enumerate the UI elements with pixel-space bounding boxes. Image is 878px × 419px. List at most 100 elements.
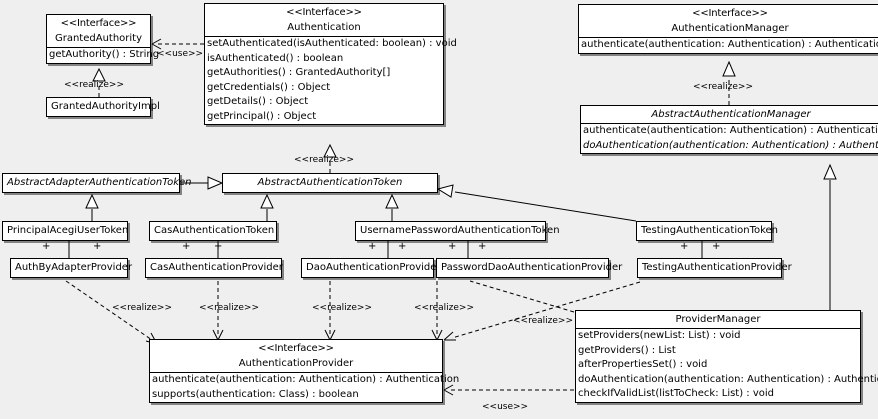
class-name: ProviderManager <box>675 314 761 325</box>
class-abstract-authentication-token[interactable]: AbstractAuthenticationToken <box>222 173 438 193</box>
class-auth-by-adapter-provider[interactable]: AuthByAdapterProvider <box>10 258 133 278</box>
class-testing-authentication-provider[interactable]: TestingAuthenticationProvider <box>637 258 792 278</box>
operations-compartment: authenticate(authentication: Authenticat… <box>581 124 878 153</box>
class-granted-authority[interactable]: <<Interface>> GrantedAuthority getAuthor… <box>46 14 160 64</box>
class-name: TestingAuthenticationProvider <box>642 262 792 273</box>
edge-generalize-usernamepasswordauthenticationtoken <box>385 193 399 221</box>
class-abstract-adapter-authentication-token[interactable]: AbstractAdapterAuthenticationToken <box>2 173 192 193</box>
class-name: CasAuthenticationToken <box>154 225 275 236</box>
class-name: GrantedAuthorityImpl <box>51 101 160 112</box>
class-name: AuthByAdapterProvider <box>15 262 133 273</box>
operations-compartment: setAuthenticated(isAuthenticated: boolea… <box>205 37 457 124</box>
assoc-marker-principal-right: + <box>93 241 102 252</box>
edge-label-realize-casauthenticationprovider: <<realize>> <box>199 303 259 313</box>
class-name: GrantedAuthority <box>54 33 143 44</box>
class-provider-manager[interactable]: ProviderManager setProviders(newList: Li… <box>575 310 878 403</box>
assoc-marker-testing-left: + <box>680 241 689 252</box>
assoc-marker-upat-pdao-right: + <box>478 241 487 252</box>
operation-row: isAuthenticated() : boolean <box>207 52 344 64</box>
edge-realize-providermanager-authenticationprovider <box>469 280 575 313</box>
assoc-marker-upat-dao-right: + <box>398 241 407 252</box>
class-password-dao-authentication-provider[interactable]: PasswordDaoAuthenticationProvider <box>436 258 623 278</box>
operations-compartment: authenticate(authentication: Authenticat… <box>150 373 459 402</box>
class-header: AbstractAuthenticationManager <box>581 106 878 123</box>
edge-use-authentication-grantedauthority <box>151 38 204 50</box>
edge-label-realize-testingauthenticationprovider: <<realize>> <box>513 316 573 326</box>
class-principal-acegi-user-token[interactable]: PrincipalAcegiUserToken <box>2 221 128 241</box>
stereotype-label: <<Interface>> <box>258 343 334 354</box>
operation-row: checkIfValidList(listToCheck: List) : vo… <box>578 388 775 399</box>
class-granted-authority-impl[interactable]: GrantedAuthorityImpl <box>46 97 160 117</box>
assoc-marker-upat-dao-left: + <box>368 241 377 252</box>
compartment-separator <box>47 47 150 48</box>
class-name: AbstractAdapterAuthenticationToken <box>7 177 192 188</box>
class-cas-authentication-token[interactable]: CasAuthenticationToken <box>149 221 277 241</box>
edge-use-providermanager-authenticationprovider <box>443 384 574 396</box>
class-username-password-authentication-token[interactable]: UsernamePasswordAuthenticationToken <box>355 221 560 241</box>
operations-compartment: getAuthority() : String <box>47 48 160 63</box>
class-authentication-provider[interactable]: <<Interface>> AuthenticationProvider aut… <box>149 339 459 403</box>
class-name: UsernamePasswordAuthenticationToken <box>360 225 560 236</box>
edge-generalize-testingauthenticationtoken <box>436 184 637 222</box>
stereotype-label: <<Interface>> <box>60 18 137 29</box>
assoc-marker-upat-pdao-left: + <box>448 241 457 252</box>
operation-row: getAuthorities() : GrantedAuthority[] <box>207 67 391 78</box>
operation-row: doAuthentication(authentication: Authent… <box>578 373 878 385</box>
stereotype-label: <<Interface>> <box>286 7 362 18</box>
class-name: TestingAuthenticationToken <box>641 225 779 236</box>
operation-row: doAuthentication(authentication: Authent… <box>583 139 878 151</box>
operations-compartment: setProviders(newList: List) : void getPr… <box>576 329 878 402</box>
operation-row: authenticate(authentication: Authenticat… <box>583 125 878 136</box>
assoc-marker-testing-right: + <box>712 241 721 252</box>
edge-label-realize-abstractauthenticationmanager: <<realize>> <box>693 82 753 92</box>
operation-row: getProviders() : List <box>578 344 676 356</box>
class-testing-authentication-token[interactable]: TestingAuthenticationToken <box>636 221 779 241</box>
class-authentication[interactable]: <<Interface>> Authentication setAuthenti… <box>204 3 457 125</box>
class-dao-authentication-provider[interactable]: DaoAuthenticationProvider <box>301 258 441 278</box>
edge-label-realize-daoauthenticationprovider: <<realize>> <box>312 303 372 313</box>
class-name: AbstractAuthenticationToken <box>257 177 403 188</box>
class-name: AuthenticationManager <box>671 23 789 34</box>
class-name: PrincipalAcegiUserToken <box>7 225 129 236</box>
compartment-separator <box>579 37 878 38</box>
edge-label-use-authentication-grantedauthority: <<use>> <box>157 49 204 59</box>
class-abstract-authentication-manager[interactable]: AbstractAuthenticationManager authentica… <box>580 105 878 154</box>
assoc-marker-cas-left: + <box>182 241 191 252</box>
class-authentication-manager[interactable]: <<Interface>> AuthenticationManager auth… <box>578 4 878 54</box>
class-name: CasAuthenticationProvider <box>150 262 283 273</box>
operation-row: afterPropertiesSet() : void <box>578 359 708 370</box>
compartment-separator <box>576 328 860 329</box>
edge-generalize-casauthenticationtoken <box>260 193 274 221</box>
operation-row: getAuthority() : String <box>49 49 160 60</box>
class-name: PasswordDaoAuthenticationProvider <box>441 262 623 273</box>
operation-row: getPrincipal() : Object <box>207 110 317 122</box>
operation-row: supports(authentication: Class) : boolea… <box>152 388 359 400</box>
class-header: <<Interface>> GrantedAuthority <box>47 15 150 47</box>
operations-compartment: authenticate(authentication: Authenticat… <box>579 38 878 53</box>
compartment-separator <box>205 36 443 37</box>
class-header: <<Interface>> AuthenticationProvider <box>150 340 442 372</box>
operation-row: getCredentials() : Object <box>207 81 331 93</box>
class-name: DaoAuthenticationProvider <box>306 262 441 273</box>
operation-row: getDetails() : Object <box>207 96 309 107</box>
edge-label-realize-passworddaoauthenticationprovider: <<realize>> <box>414 303 474 313</box>
edge-label-realize-grantedauthorityimpl: <<realize>> <box>64 80 124 90</box>
compartment-separator <box>581 123 878 124</box>
compartment-separator <box>150 372 442 373</box>
class-header: <<Interface>> AuthenticationManager <box>579 5 878 37</box>
class-cas-authentication-provider[interactable]: CasAuthenticationProvider <box>145 258 283 278</box>
assoc-marker-principal-left: + <box>42 241 51 252</box>
stereotype-label: <<Interface>> <box>692 8 768 19</box>
operation-row: setProviders(newList: List) : void <box>578 330 741 341</box>
edge-label-realize-abstractauthenticationtoken: <<realize>> <box>294 155 354 165</box>
edge-label-realize-authbyadapterprovider: <<realize>> <box>112 303 172 313</box>
operation-row: setAuthenticated(isAuthenticated: boolea… <box>207 38 457 49</box>
class-name: AuthenticationProvider <box>238 358 354 369</box>
class-header: <<Interface>> Authentication <box>205 4 443 36</box>
class-name: Authentication <box>287 22 361 33</box>
operation-row: authenticate(authentication: Authenticat… <box>581 39 878 50</box>
assoc-marker-cas-right: + <box>214 241 223 252</box>
edge-label-use-providermanager-authenticationprovider: <<use>> <box>482 402 529 412</box>
class-name: AbstractAuthenticationManager <box>651 109 811 120</box>
